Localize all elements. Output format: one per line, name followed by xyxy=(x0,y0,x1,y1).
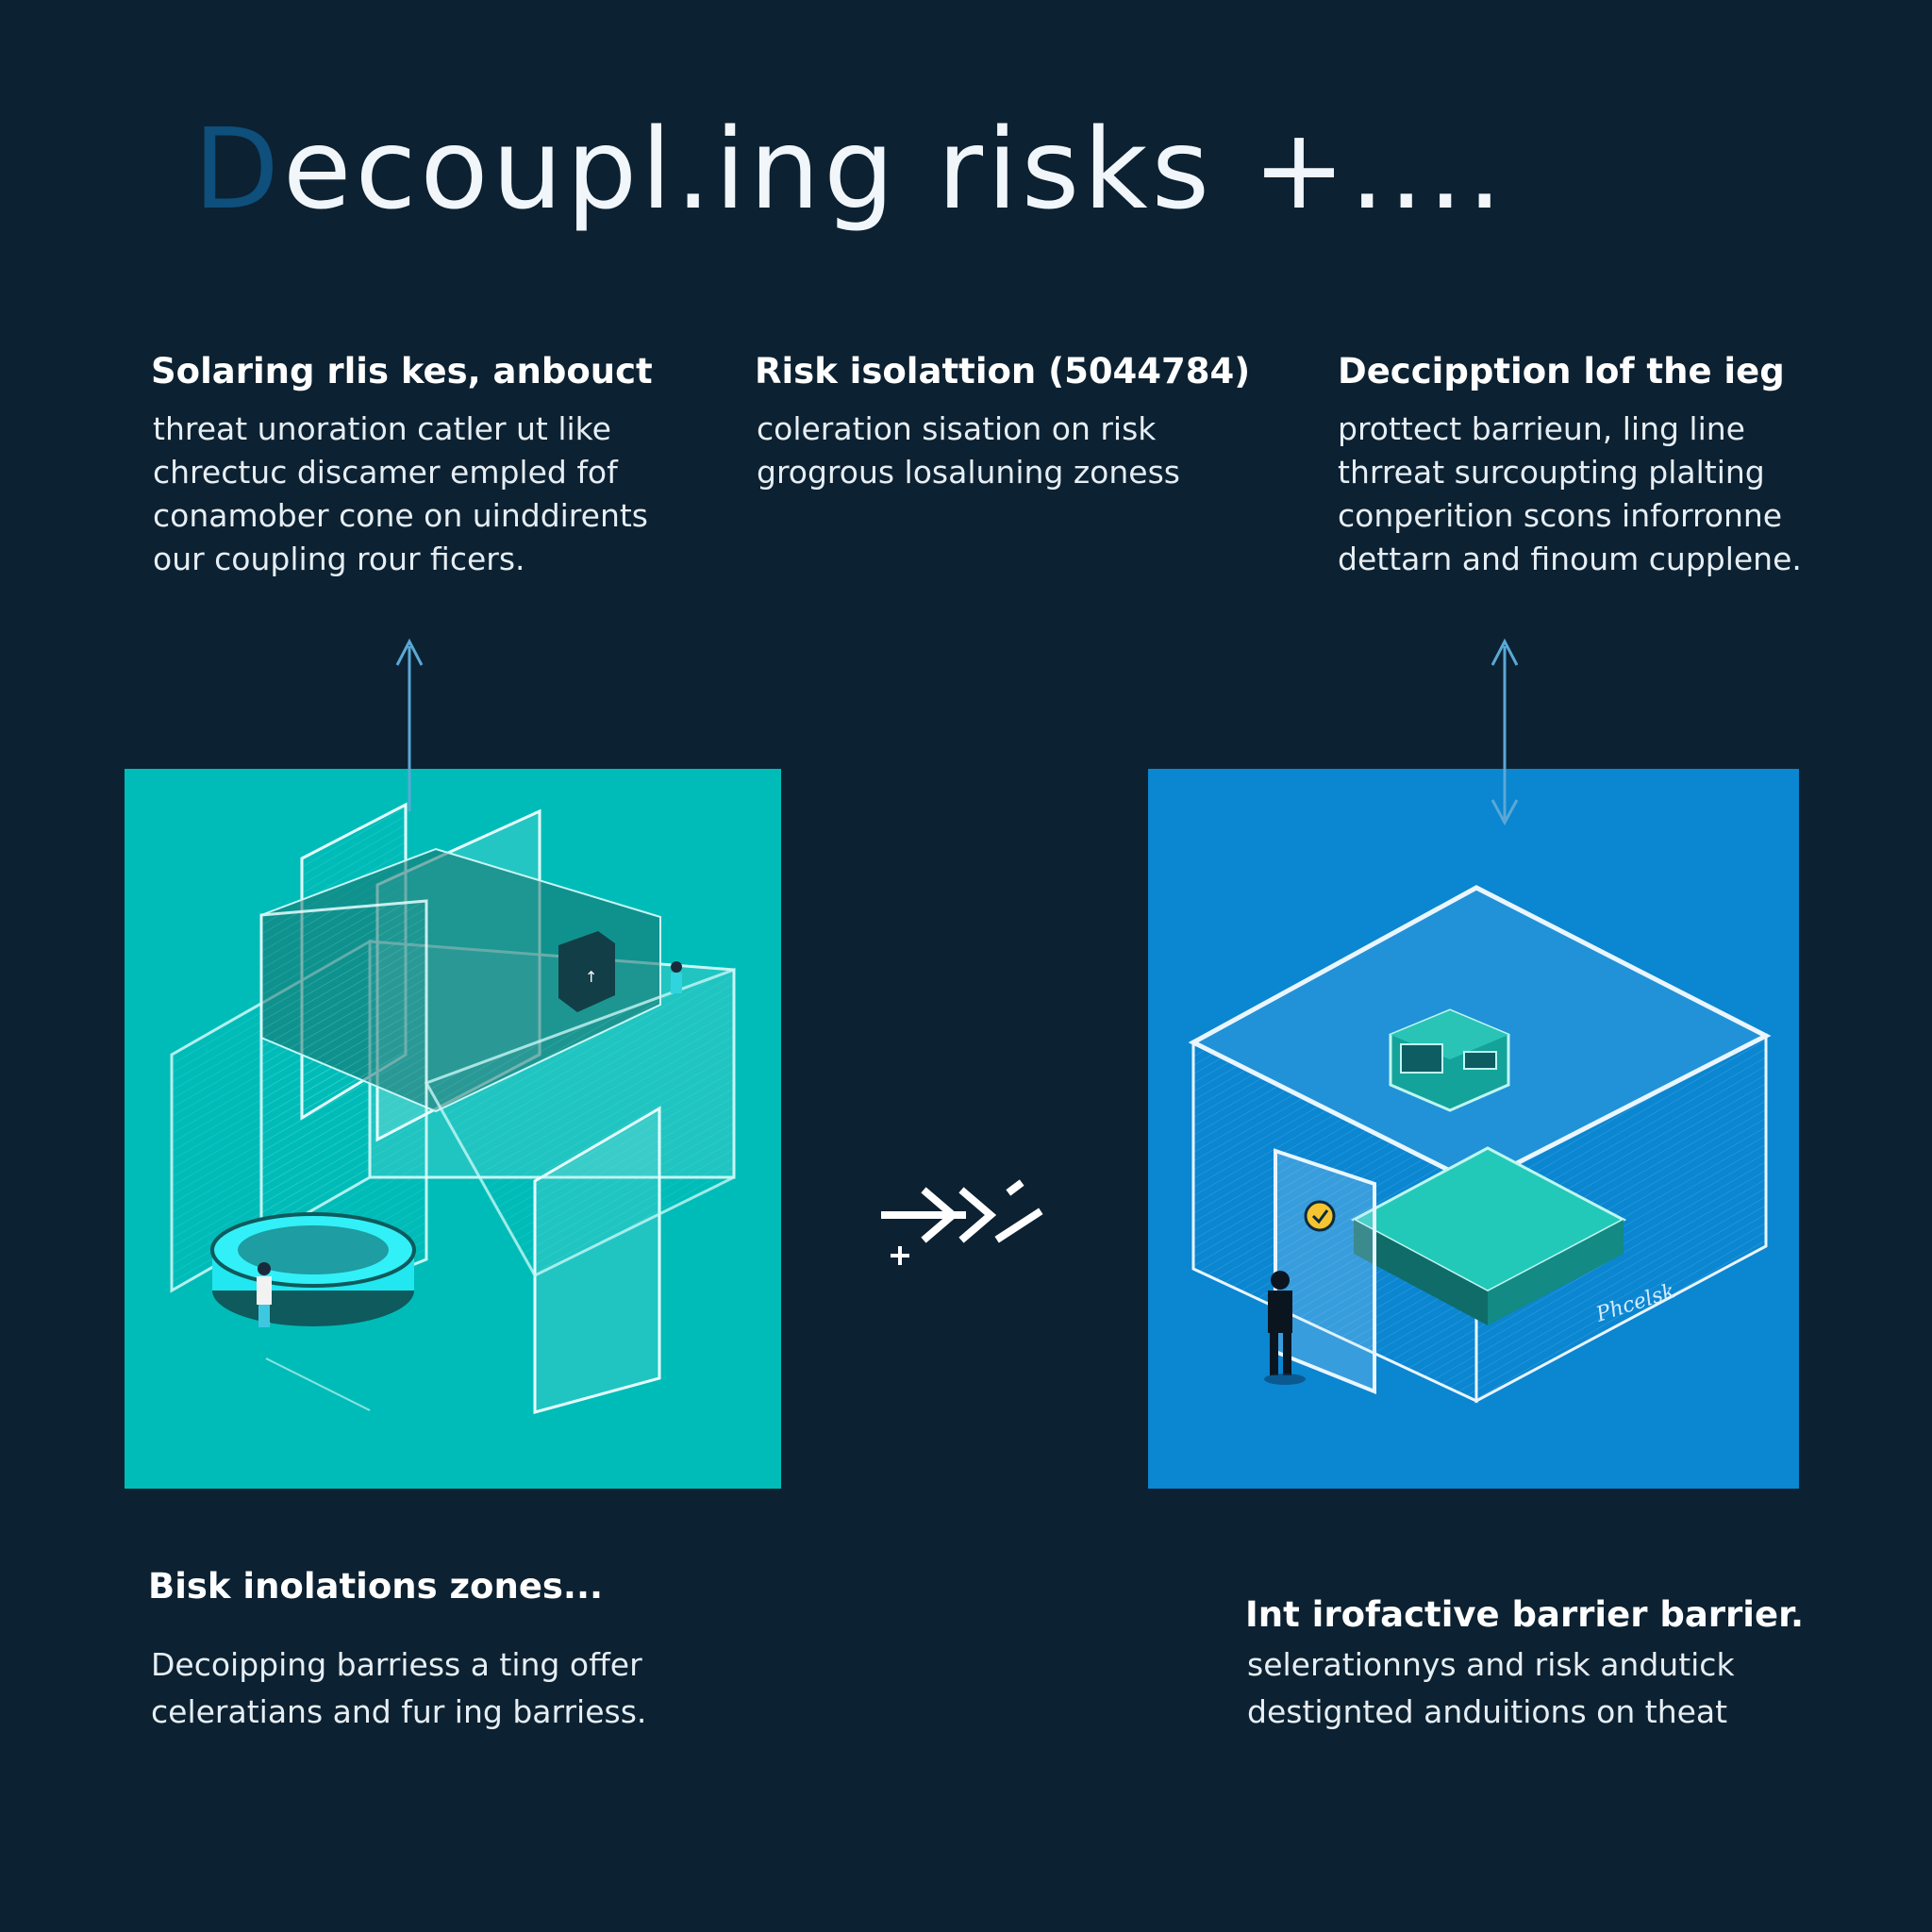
person-body xyxy=(257,1276,272,1305)
title-rest: ecoupl.ing risks +.... xyxy=(282,104,1507,234)
column-1-line: conamober cone on uinddirents xyxy=(153,497,649,534)
column-2-heading: Risk isolattion (5044784) xyxy=(755,351,1251,391)
column-2-line: grogrous losaluning zoness xyxy=(757,454,1180,491)
person-head xyxy=(671,961,682,973)
person-shadow xyxy=(1264,1374,1306,1385)
transition-arrows-icon xyxy=(881,1179,1043,1243)
person-head xyxy=(1271,1271,1290,1290)
column-1-line: chrectuc discamer empled fof xyxy=(153,454,618,491)
server-box-top xyxy=(1391,1010,1508,1059)
person-legs xyxy=(258,1305,270,1327)
bottom-right-body: selerationnys and risk andutick destignt… xyxy=(1247,1641,1735,1736)
person-body xyxy=(671,973,682,993)
bottom-right-line: selerationnys and risk andutick xyxy=(1247,1646,1735,1683)
column-1-heading: Solaring rlis kes, anbouct xyxy=(151,351,653,391)
bottom-left-line: Decoipping barriess a ting offer xyxy=(151,1646,642,1683)
box-arrow-icon: ↑ xyxy=(585,968,597,986)
bottom-left-body: Decoipping barriess a ting offer celerat… xyxy=(151,1641,646,1736)
column-3-line: prottect barrieun, ling line xyxy=(1338,410,1745,447)
up-arrow-icon xyxy=(395,638,424,666)
bottom-left-line: celeratians and fur ing barriess. xyxy=(151,1693,647,1730)
column-3-line: dettarn and finoum cupplene. xyxy=(1338,541,1802,577)
server-screen xyxy=(1400,1043,1443,1074)
glass-wall-right xyxy=(424,967,736,1277)
double-arrow-icon xyxy=(1491,638,1519,666)
person-head xyxy=(258,1262,271,1275)
bottom-right-line: destignted anduitions on theat xyxy=(1247,1693,1728,1730)
column-3-line: thrreat surcoupting plalting xyxy=(1338,454,1765,491)
floor-line xyxy=(265,1357,371,1411)
isolation-zones-svg: ↑ xyxy=(170,802,736,1414)
column-3-line: conperition scons inforronne xyxy=(1338,497,1783,534)
column-3-heading: Deccipption lof the ieg xyxy=(1338,351,1785,391)
title-first-letter: D xyxy=(193,104,283,234)
server-box-icon xyxy=(558,931,615,1012)
server-status-panel xyxy=(1463,1051,1497,1070)
platform-left xyxy=(1354,1220,1488,1325)
platform-right xyxy=(1488,1220,1624,1325)
interactive-barrier-svg: Phcelsk xyxy=(1188,885,1772,1404)
column-1-body: threat unoration catler ut like chrectuc… xyxy=(153,408,648,581)
double-arrow-icon-down xyxy=(1491,799,1519,826)
person-leg xyxy=(1270,1333,1278,1375)
isolation-zones-illustration: ↑ xyxy=(125,769,781,1489)
column-2-body: coleration sisation on risk grogrous los… xyxy=(757,408,1180,494)
person-body xyxy=(1268,1291,1292,1333)
platform-inner xyxy=(238,1225,389,1274)
bottom-left-heading: Bisk inolations zones... xyxy=(148,1566,604,1607)
interactive-barrier-illustration: Phcelsk xyxy=(1148,769,1799,1489)
column-1-line: threat unoration catler ut like xyxy=(153,410,611,447)
plus-icon xyxy=(891,1246,909,1265)
person-leg xyxy=(1283,1333,1291,1375)
bottom-right-heading: Int irofactive barrier barrier. xyxy=(1245,1594,1805,1635)
page-title: Decoupl.ing risks +.... xyxy=(193,104,1507,234)
column-3-body: prottect barrieun, ling line thrreat sur… xyxy=(1338,408,1802,581)
checkmark-icon xyxy=(1304,1200,1336,1232)
checkmark-glyph xyxy=(1311,1209,1329,1224)
column-1-line: our coupling rour ficers. xyxy=(153,541,525,577)
column-2-line: coleration sisation on risk xyxy=(757,410,1157,447)
